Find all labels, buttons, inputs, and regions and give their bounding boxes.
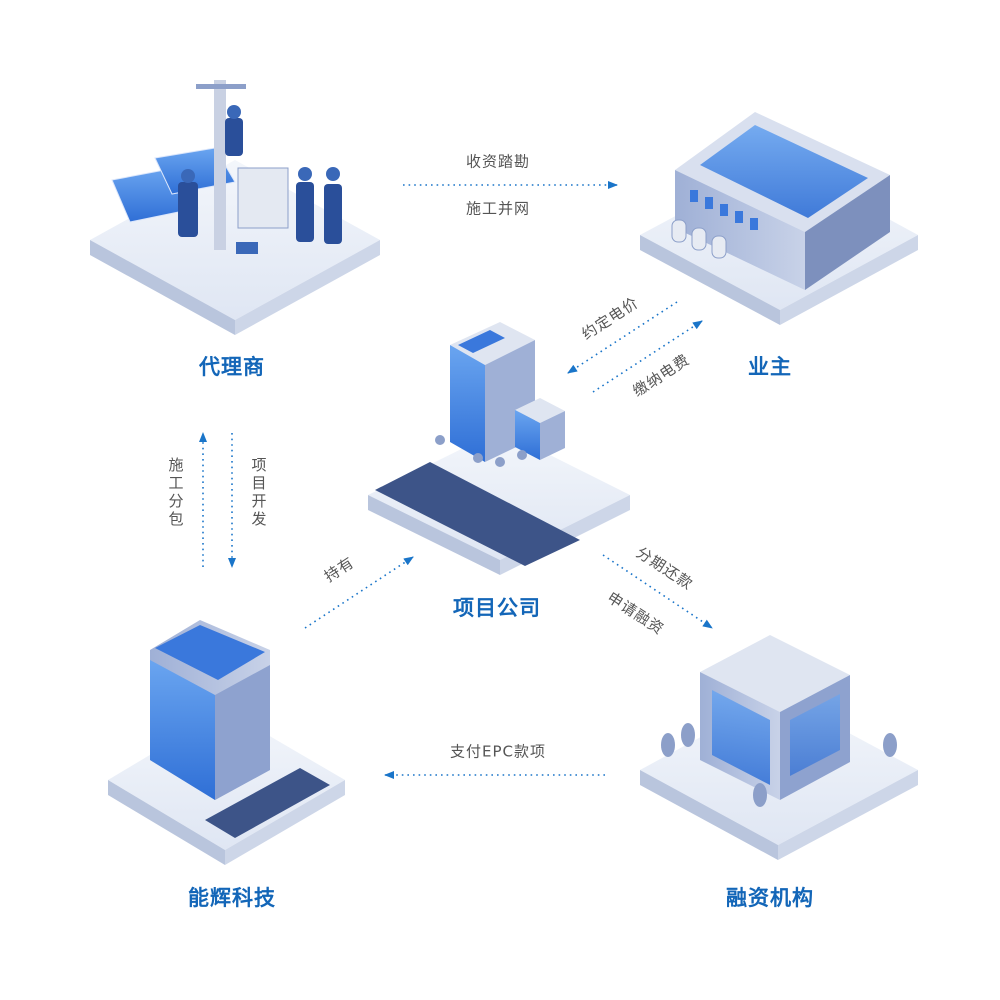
arrow-nenghui-to-project	[304, 556, 414, 629]
solar-installation-workers-icon	[90, 80, 380, 335]
node-label-owner: 业主	[748, 355, 792, 379]
flow-label-subcontract: 施工分包	[166, 457, 185, 529]
node-label-project-company: 项目公司	[453, 596, 541, 620]
office-buildings-icon	[368, 322, 630, 575]
flow-label-epc: 支付EPC款项	[450, 742, 546, 761]
flow-label-grid: 施工并网	[465, 199, 531, 218]
solar-facade-building-icon	[108, 620, 345, 865]
flow-label-survey: 收资踏勘	[465, 152, 531, 171]
financial-building-icon	[640, 635, 918, 860]
node-label-agent: 代理商	[199, 355, 265, 379]
node-label-finance: 融资机构	[726, 886, 814, 910]
node-label-nenghui: 能辉科技	[188, 886, 276, 910]
rooftop-solar-factory-icon	[640, 112, 918, 325]
flow-label-develop: 项目开发	[249, 457, 268, 529]
